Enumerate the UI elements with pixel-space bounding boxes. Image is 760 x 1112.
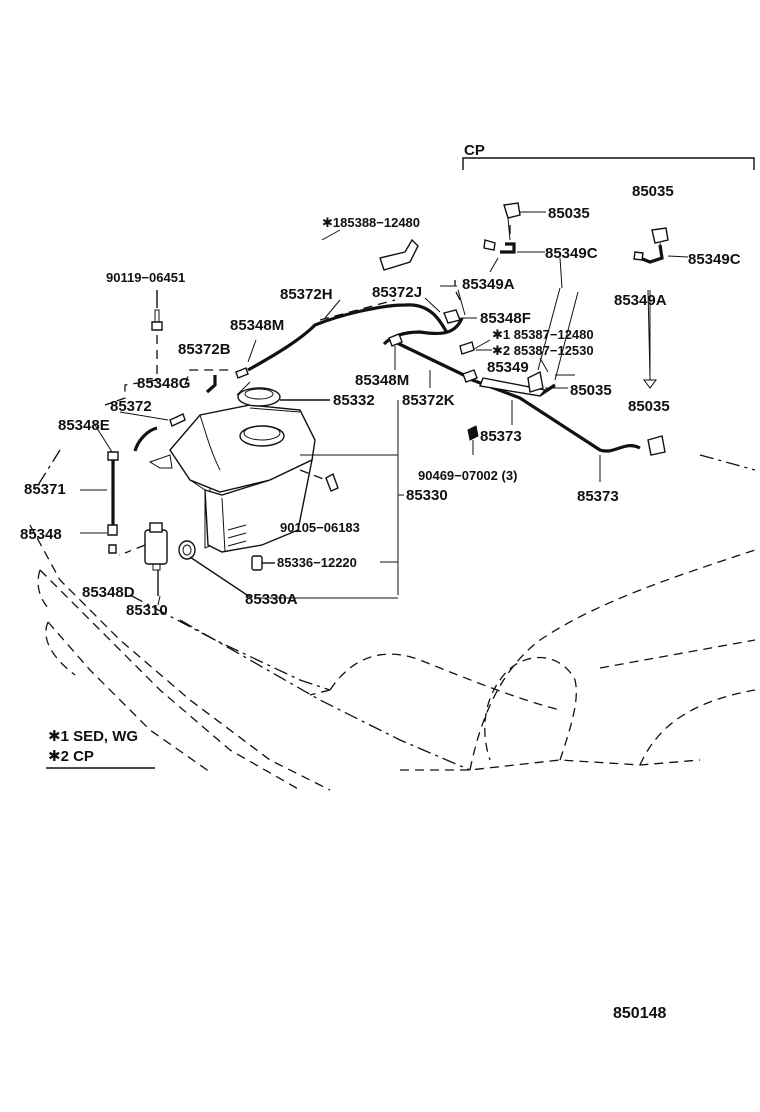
label-85372h: 85372H xyxy=(280,286,333,303)
label-85387-2: ✱2 85387−12530 xyxy=(492,343,594,358)
legend-note-2: ✱2 CP xyxy=(48,748,94,765)
label-85035-top: 85035 xyxy=(548,205,590,222)
label-85348d: 85348D xyxy=(82,584,135,601)
label-85035-right2: 85035 xyxy=(628,398,670,415)
label-85349a-right: 85349A xyxy=(614,292,667,309)
label-85348: 85348 xyxy=(20,526,62,543)
label-85371: 85371 xyxy=(24,481,66,498)
figure-id: 850148 xyxy=(613,1005,666,1022)
label-85348f: 85348F xyxy=(480,310,531,327)
label-85348g: 85348G xyxy=(137,375,190,392)
label-85372b: 85372B xyxy=(178,341,231,358)
label-85372j: 85372J xyxy=(372,284,422,301)
leader-lines xyxy=(80,211,689,606)
cp-bracket: CP xyxy=(462,142,755,170)
label-85387-1: ✱1 85387−12480 xyxy=(492,327,594,342)
legend: ✱1 SED, WG ✱2 CP xyxy=(46,728,155,769)
washer-tank xyxy=(148,404,316,553)
label-90469: 90469−07002 (3) xyxy=(418,468,517,483)
label-85349a-mid: 85349A xyxy=(462,276,515,293)
small-connectors xyxy=(107,238,644,554)
label-85372k: 85372K xyxy=(402,392,455,409)
label-90105: 90105−06183 xyxy=(280,520,360,535)
filter xyxy=(251,555,275,571)
tank-cap xyxy=(237,387,330,407)
label-85349-mid: 85349 xyxy=(487,359,529,376)
label-90119: 90119−06451 xyxy=(106,270,185,285)
washer-nozzles xyxy=(503,202,669,456)
label-85348m-top: 85348M xyxy=(230,317,284,334)
label-85310: 85310 xyxy=(126,602,168,619)
label-85349c-mid: 85349C xyxy=(545,245,598,262)
part-labels: 85035 85035 ✱185388−12480 85349C 85349C … xyxy=(20,183,741,619)
bolt-90119 xyxy=(151,290,163,382)
legend-note-1: ✱1 SED, WG xyxy=(48,728,138,745)
label-85035-mid: 85035 xyxy=(570,382,612,399)
label-85330a: 85330A xyxy=(245,591,298,608)
screw-90105 xyxy=(299,469,339,492)
label-85349c-right: 85349C xyxy=(688,251,741,268)
label-85348e: 85348E xyxy=(58,417,110,434)
cp-bracket-label: CP xyxy=(464,142,485,159)
label-85336: 85336−12220 xyxy=(277,555,357,570)
vehicle-body-outline xyxy=(29,449,756,791)
label-85373-mid: 85373 xyxy=(480,428,522,445)
label-85348m-mid: 85348M xyxy=(355,372,409,389)
label-85035-top-right: 85035 xyxy=(632,183,674,200)
label-85330: 85330 xyxy=(406,487,448,504)
label-85388: ✱185388−12480 xyxy=(322,215,420,230)
washer-pump xyxy=(144,522,168,596)
pump-grommet xyxy=(178,540,251,598)
label-85332: 85332 xyxy=(333,392,375,409)
label-85372: 85372 xyxy=(110,398,152,415)
label-85373-low: 85373 xyxy=(577,488,619,505)
